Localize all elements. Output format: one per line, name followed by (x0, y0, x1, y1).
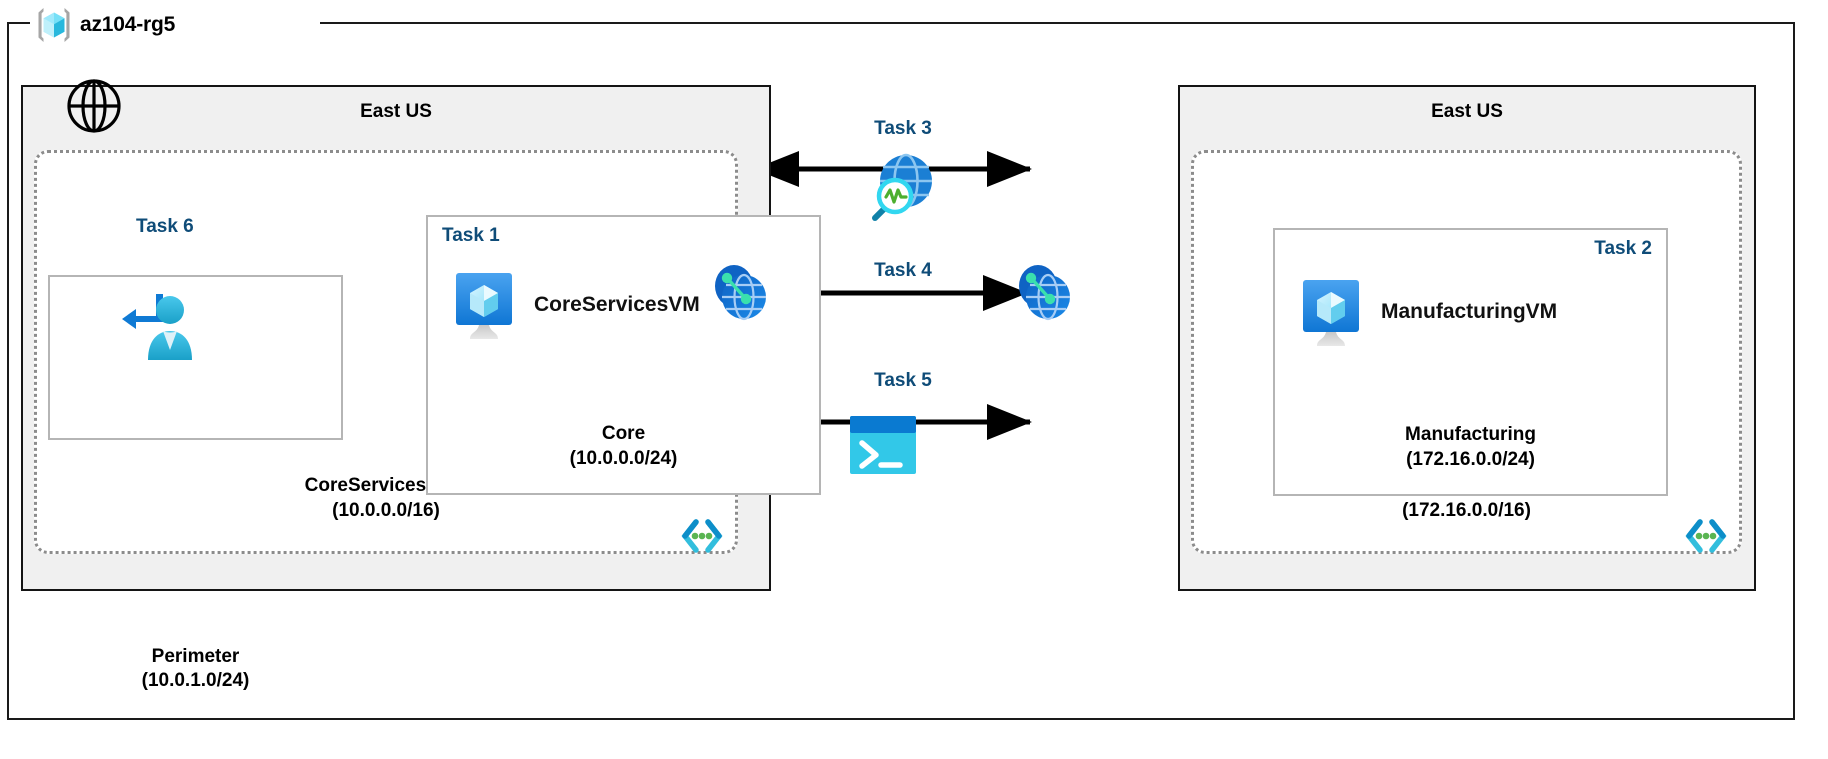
virtual-machine-icon (1297, 276, 1365, 348)
resource-group-title: az104-rg5 (34, 6, 175, 44)
vnet-coreservices-cidr: (10.0.0.0/16) (332, 499, 440, 521)
subnet-manufacturing-cidr: (172.16.0.0/24) (1406, 448, 1535, 470)
vm-row-coreservices: CoreServicesVM (450, 269, 700, 341)
task-label-4: Task 4 (0, 260, 1828, 282)
virtual-machine-icon (450, 269, 518, 341)
task-3-text: Task 3 (874, 118, 932, 139)
subnet-perimeter-name: Perimeter (151, 646, 240, 667)
subnet-core: Task 1 CoreServicesVM Core (10.0.0.0/24) (426, 215, 821, 495)
subnet-perimeter-cidr: (10.0.1.0/24) (141, 670, 250, 692)
resource-group-name: az104-rg5 (80, 13, 176, 36)
globe-internet-icon (66, 78, 122, 134)
subnet-core-cidr: (10.0.0.0/24) (569, 447, 678, 469)
task-4-text: Task 4 (874, 260, 932, 281)
resource-group-frame (7, 22, 1795, 720)
subnet-code-brackets-icon (679, 513, 725, 559)
subnet-code-brackets-icon (1683, 513, 1729, 559)
subnet-core-name: Core (601, 423, 646, 445)
task-5-text: Task 5 (874, 370, 932, 391)
region-left-title: East US (360, 101, 432, 122)
vnet-peering-globe-icon-right (1016, 264, 1074, 322)
network-watcher-globe-magnifier-icon (862, 148, 938, 224)
vnet-manufacturing-cidr: (172.16.0.0/16) (1402, 499, 1531, 521)
vm-name-coreservices: CoreServicesVM (534, 293, 700, 316)
vm-row-manufacturing: ManufacturingVM (1297, 276, 1557, 348)
subnet-manufacturing-name: Manufacturing (1405, 424, 1536, 446)
subnet-manufacturing: Task 2 ManufacturingVM Manufacturing (17… (1273, 228, 1668, 496)
subnet-perimeter-caption: Perimeter (10.0.1.0/24) (50, 645, 341, 694)
vm-name-manufacturing: ManufacturingVM (1381, 300, 1558, 323)
task-tag-1: Task 1 (442, 225, 500, 246)
subnet-core-caption: Core (10.0.0.0/24) (428, 422, 819, 471)
task-tag-6: Task 6 (136, 216, 194, 237)
task-label-3: Task 3 (0, 118, 1828, 140)
user-inbound-access-icon (120, 290, 198, 366)
task-label-5: Task 5 (0, 370, 1828, 392)
task-tag-2: Task 2 (1594, 238, 1652, 259)
subnet-manufacturing-caption: Manufacturing (172.16.0.0/24) (1275, 423, 1666, 472)
region-right-title: East US (1431, 101, 1503, 122)
vnet-peering-globe-icon-left (712, 264, 770, 322)
subnet-perimeter: Perimeter (10.0.1.0/24) (48, 275, 343, 691)
resource-group-cube-icon (34, 5, 74, 45)
cloud-shell-terminal-icon (848, 414, 918, 476)
resource-group-title-backdrop (30, 10, 320, 38)
